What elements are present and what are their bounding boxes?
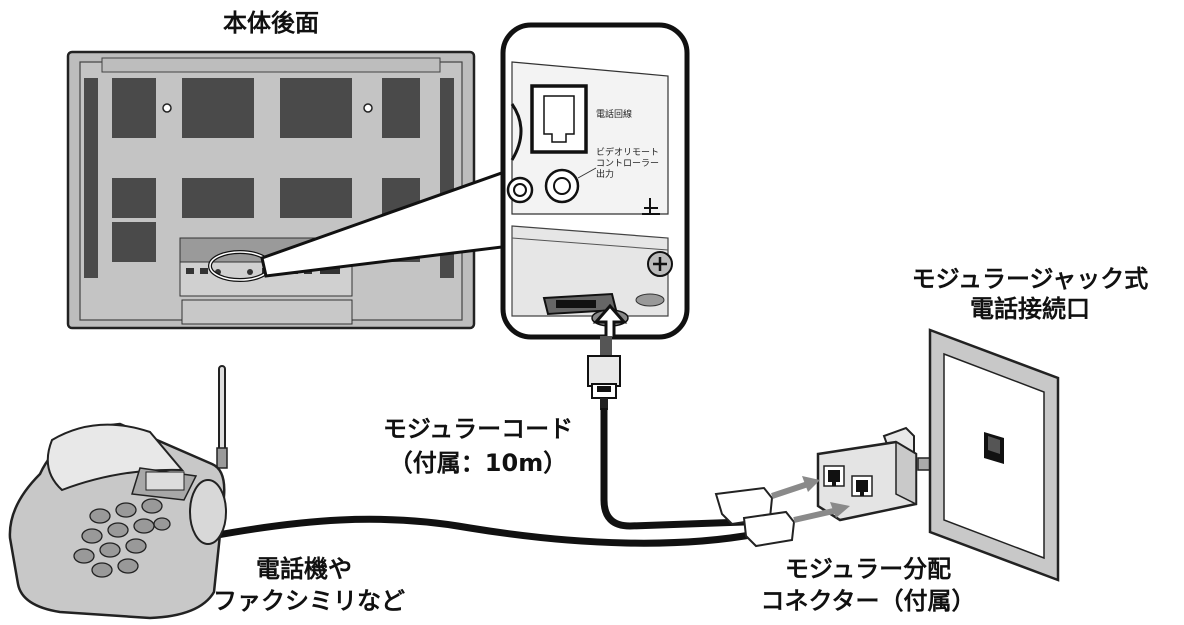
wall-jack-label-line2: 電話接続口 [970,295,1090,323]
video-remote-label-line2: コントローラー [596,159,660,169]
modular-cord [587,336,745,530]
zoom-panel [500,22,690,340]
modular-cord-sublabel: （付属：10m） [388,449,568,477]
video-remote-label-line1: ビデオリモート [596,148,660,158]
phone-label-line1: 電話機や [256,555,352,583]
splitter-label-line2: コネクター（付属） [760,587,976,615]
video-remote-label-line3: 出力 [596,170,615,180]
cord-plugs [714,486,796,548]
modular-cord-label: モジュラーコード [382,415,574,443]
telephone-icon [8,365,228,620]
splitter-connector-icon [816,426,931,522]
wall-jack-label-line1: モジュラージャック式 [911,265,1149,293]
video-remote-output-jack-icon [544,168,580,204]
tv-rear-panel [66,50,476,330]
phone-label-line2: ファクシミリなど [213,587,405,615]
wall-jack-plate [928,328,1060,582]
phone-jack-icon [530,84,588,154]
phone-line-port-label: 電話回線 [596,110,633,120]
splitter-label-line1: モジュラー分配 [784,555,952,583]
phone-cable [211,515,757,547]
ground-icon [642,198,660,215]
rear-view-title: 本体後面 [223,9,319,37]
